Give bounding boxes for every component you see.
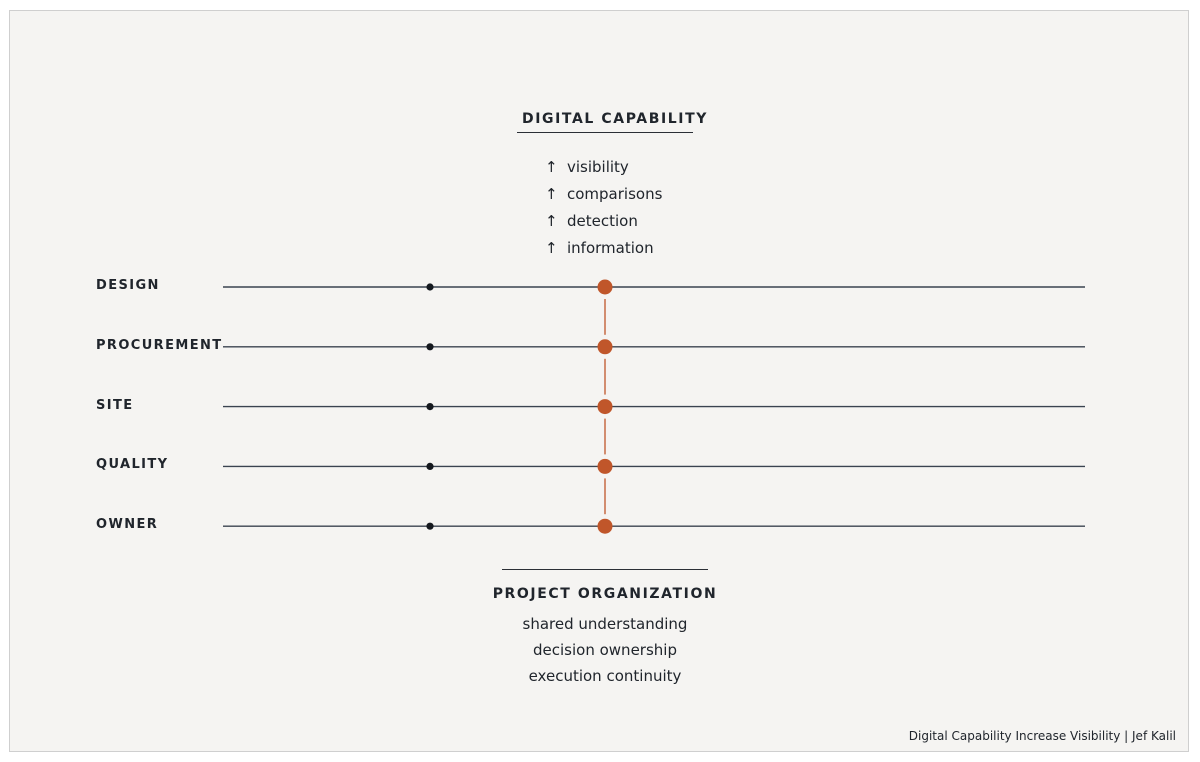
- digital-capability-title: DIGITAL CAPABILITY: [521, 111, 709, 127]
- digital-capability-list: ↑ visibility ↑ comparisons ↑ detection ↑ inf…: [545, 157, 662, 265]
- capability-item: ↑ visibility: [545, 157, 662, 184]
- capability-label: comparisons: [567, 185, 663, 203]
- capability-label: information: [567, 239, 654, 257]
- project-organization-rule: [502, 569, 708, 570]
- project-organization-title: PROJECT ORGANIZATION: [492, 586, 718, 602]
- up-arrow-icon: ↑: [545, 158, 558, 176]
- capability-label: visibility: [567, 158, 629, 176]
- up-arrow-icon: ↑: [545, 185, 558, 203]
- row-label-design: DESIGN: [96, 278, 160, 293]
- figure-caption: Digital Capability Increase Visibility |…: [908, 729, 1176, 743]
- capability-item: ↑ detection: [545, 211, 662, 238]
- diagram-frame: DIGITAL CAPABILITY ↑ visibility ↑ comparis…: [9, 10, 1189, 752]
- organization-item: shared understanding: [522, 615, 688, 633]
- up-arrow-icon: ↑: [545, 212, 558, 230]
- capability-node: [597, 339, 613, 355]
- capability-node: [597, 458, 613, 474]
- row-marker-dot: [426, 283, 434, 291]
- capability-node: [597, 518, 613, 534]
- capability-item: ↑ comparisons: [545, 184, 662, 211]
- capability-node: [597, 279, 613, 295]
- capability-label: detection: [567, 212, 638, 230]
- row-marker-dot: [426, 522, 434, 530]
- digital-capability-rule: [517, 132, 693, 133]
- organization-item: execution continuity: [528, 667, 682, 685]
- row-marker-dot: [426, 403, 434, 411]
- row-label-procurement: PROCUREMENT: [96, 338, 223, 353]
- project-organization-list: shared understanding decision ownership …: [480, 614, 730, 692]
- row-label-owner: OWNER: [96, 517, 159, 532]
- capability-node: [597, 399, 613, 415]
- row-marker-dot: [426, 462, 434, 470]
- row-label-site: SITE: [96, 398, 134, 413]
- row-label-quality: QUALITY: [96, 457, 169, 472]
- row-marker-dot: [426, 343, 434, 351]
- up-arrow-icon: ↑: [545, 239, 558, 257]
- capability-item: ↑ information: [545, 238, 662, 265]
- timeline-diagram: [223, 279, 1085, 534]
- organization-item: decision ownership: [533, 641, 677, 659]
